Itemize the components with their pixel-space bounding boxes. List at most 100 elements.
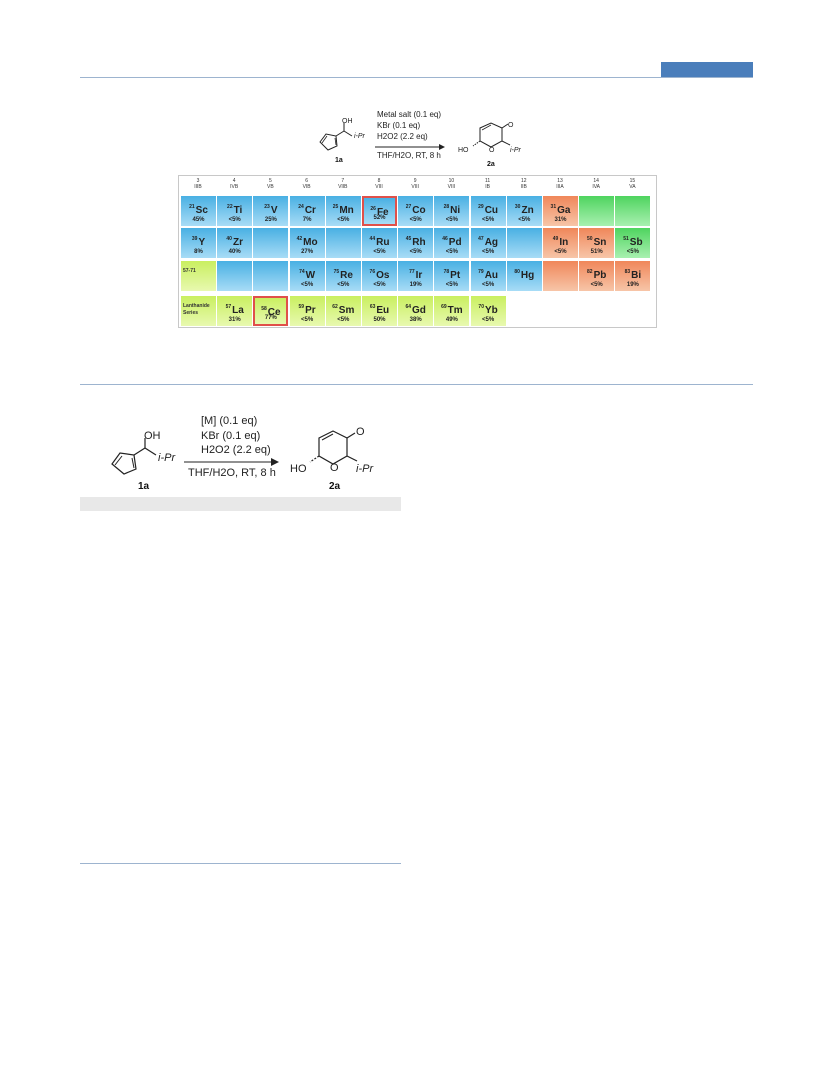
symbol-text: Mo [303, 237, 318, 248]
group-number: 11 [484, 178, 491, 184]
element-symbol: 44Ru [362, 233, 397, 249]
group-roman: IIIB [194, 184, 202, 190]
element-symbol: 42Mo [290, 233, 325, 249]
atomic-number: 82 [587, 269, 593, 275]
symbol-text: Rh [412, 237, 426, 248]
symbol-text: Sb [629, 237, 643, 248]
atomic-number: 80 [514, 269, 520, 275]
element-cell-re: 75Re<5% [325, 261, 361, 291]
group-roman: VIB [302, 184, 311, 190]
element-cell-w: 74W<5% [289, 261, 325, 291]
group-roman: IVA [592, 184, 601, 190]
symbol-text: Y [198, 237, 206, 248]
atomic-number: 64 [405, 304, 412, 310]
header-rule [80, 77, 753, 78]
ring-o-label-bottom: O [330, 462, 339, 474]
yield-value: 19% [626, 282, 639, 288]
symbol-text: In [559, 237, 569, 248]
atomic-number: 63 [369, 304, 376, 310]
symbol-text: V [270, 205, 278, 216]
atomic-number: 58 [261, 306, 267, 312]
yield-value: <5% [482, 282, 495, 288]
group-roman: VB [267, 184, 274, 190]
condition-bottom-3: H2O2 (2.2 eq) [201, 444, 271, 456]
group-roman: VIII [447, 184, 456, 190]
element-symbol: 74W [290, 266, 325, 282]
group-roman: VIII [375, 184, 383, 190]
yield-value: <5% [445, 282, 458, 288]
element-symbol: 58Ce [255, 303, 286, 319]
group-roman: IIB [520, 184, 527, 190]
atomic-number: 44 [369, 236, 376, 242]
atomic-number: 24 [298, 204, 304, 210]
group-number: 10 [448, 178, 455, 184]
element-symbol: 64Gd [398, 301, 433, 317]
symbol-text: Sn [593, 237, 607, 248]
element-symbol: 23V [253, 201, 288, 217]
symbol-text: Sc [195, 205, 208, 216]
element-cell-empty [579, 196, 615, 226]
yield-value: <5% [482, 217, 495, 223]
reactant-1a-structure-large [111, 438, 157, 475]
section-rule [80, 384, 753, 385]
element-cell-rh: 45Rh<5% [398, 228, 434, 258]
series-label: 57-71 [183, 268, 196, 274]
element-symbol: 49In [543, 233, 578, 249]
element-symbol: 80Hg [507, 266, 542, 282]
yield-value: <5% [301, 317, 314, 323]
yield-value: <5% [554, 249, 567, 255]
yield-value: <5% [337, 317, 350, 323]
atomic-number: 74 [299, 269, 305, 275]
symbol-text: Mn [339, 205, 354, 216]
yield-value: 51% [590, 249, 603, 255]
atomic-number: 45 [405, 236, 412, 242]
atomic-number: 39 [191, 236, 198, 242]
symbol-text: Gd [412, 305, 426, 316]
group-number: 8 [377, 178, 381, 184]
yield-value: 25% [264, 217, 277, 223]
yield-value: 45% [192, 217, 205, 223]
reactant-1a-structure [319, 123, 353, 151]
element-cell-ru: 44Ru<5% [362, 228, 397, 258]
yield-value: <5% [518, 217, 531, 223]
element-cell-empty [543, 261, 578, 291]
yield-value: <5% [409, 217, 422, 223]
symbol-text: Zr [232, 237, 243, 248]
atomic-number: 30 [514, 204, 521, 210]
element-cell-sb: 51Sb<5% [615, 228, 651, 258]
symbol-text: Ir [415, 270, 423, 281]
symbol-text: Pb [593, 270, 607, 281]
atomic-number: 70 [478, 304, 484, 310]
yield-value: <5% [409, 249, 422, 255]
element-symbol: 83Bi [615, 266, 650, 282]
group-number: 14 [593, 178, 599, 184]
group-number: 4 [232, 178, 236, 184]
ho-label: HO [458, 147, 469, 154]
symbol-text: Au [484, 270, 499, 281]
element-symbol: 47Ag [471, 233, 506, 249]
atomic-number: 28 [443, 204, 450, 210]
atomic-number: 21 [189, 204, 195, 210]
element-symbol: 82Pb [579, 266, 614, 282]
yield-value: <5% [482, 249, 495, 255]
yield-value: 49% [445, 317, 458, 323]
group-roman: VIIB [338, 184, 348, 190]
ho-label-bottom: HO [290, 463, 307, 475]
element-cell-ag: 47Ag<5% [470, 228, 506, 258]
element-cell-zn: 30Zn<5% [506, 196, 542, 226]
atomic-number: 57 [225, 304, 232, 310]
